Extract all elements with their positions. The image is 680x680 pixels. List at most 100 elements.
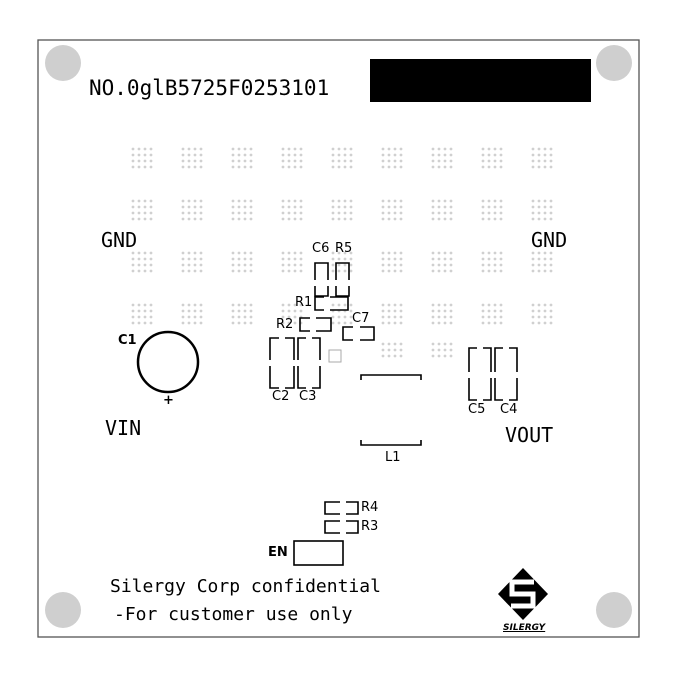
via-dot xyxy=(537,309,541,313)
confidential-notice-line2: -For customer use only xyxy=(114,604,353,625)
via-dot xyxy=(399,199,403,203)
r4-label: R4 xyxy=(361,500,379,515)
via-dot xyxy=(281,217,285,221)
via-dot xyxy=(443,251,447,255)
via-dot xyxy=(493,217,497,221)
via-dot xyxy=(249,257,253,261)
via-dot xyxy=(549,147,553,151)
via-dot xyxy=(531,211,535,215)
via-dot xyxy=(349,153,353,157)
via-dot xyxy=(149,263,153,267)
via-dot xyxy=(387,211,391,215)
via-dot xyxy=(537,321,541,325)
via-dot xyxy=(237,303,241,307)
via-dot xyxy=(237,217,241,221)
vout-label: VOUT xyxy=(505,423,554,447)
c5-label: C5 xyxy=(468,402,486,417)
via-dot xyxy=(331,269,335,273)
via-dot xyxy=(143,309,147,313)
via-dot xyxy=(487,211,491,215)
via-dot xyxy=(543,309,547,313)
brand-name: SILERGY xyxy=(503,623,546,633)
via-dot xyxy=(349,205,353,209)
via-dot xyxy=(193,309,197,313)
via-dot xyxy=(131,211,135,215)
via-dot xyxy=(487,205,491,209)
via-dot xyxy=(437,251,441,255)
via-dot xyxy=(299,257,303,261)
via-dot xyxy=(437,354,441,358)
via-dot xyxy=(431,147,435,151)
via-dot xyxy=(437,263,441,267)
via-dot xyxy=(237,211,241,215)
via-dot xyxy=(381,342,385,346)
via-dot xyxy=(149,217,153,221)
via-dot xyxy=(193,263,197,267)
via-dot xyxy=(537,165,541,169)
via-dot xyxy=(487,217,491,221)
via-dot xyxy=(137,257,141,261)
via-dot xyxy=(249,251,253,255)
via-dot xyxy=(281,153,285,157)
via-dot xyxy=(387,251,391,255)
via-dot xyxy=(437,309,441,313)
via-dot xyxy=(549,159,553,163)
via-dot xyxy=(493,315,497,319)
via-dot xyxy=(193,269,197,273)
via-dot xyxy=(443,165,447,169)
via-dot xyxy=(143,269,147,273)
via-dot xyxy=(243,315,247,319)
via-dot xyxy=(393,348,397,352)
via-dot xyxy=(449,153,453,157)
via-dot xyxy=(187,309,191,313)
via-dot xyxy=(281,315,285,319)
via-dot xyxy=(299,269,303,273)
via-dot xyxy=(249,321,253,325)
via-dot xyxy=(449,159,453,163)
via-dot xyxy=(187,159,191,163)
via-dot xyxy=(293,315,297,319)
via-dot xyxy=(443,263,447,267)
r1-label: R1 xyxy=(295,295,313,310)
via-dot xyxy=(337,263,341,267)
via-dot xyxy=(549,309,553,313)
via-dot xyxy=(137,205,141,209)
via-dot xyxy=(249,263,253,267)
via-dot xyxy=(481,217,485,221)
via-dot xyxy=(549,303,553,307)
via-dot xyxy=(181,217,185,221)
c6-label: C6 xyxy=(312,241,330,256)
via-dot xyxy=(437,303,441,307)
via-dot xyxy=(443,348,447,352)
via-dot xyxy=(131,309,135,313)
via-dot xyxy=(443,153,447,157)
via-dot xyxy=(431,269,435,273)
via-dot xyxy=(487,303,491,307)
via-dot xyxy=(493,165,497,169)
via-dot xyxy=(449,303,453,307)
via-dot xyxy=(343,153,347,157)
via-dot xyxy=(449,165,453,169)
r3-outline xyxy=(324,520,359,534)
via-dot xyxy=(237,251,241,255)
via-dot xyxy=(543,159,547,163)
via-dot xyxy=(431,354,435,358)
via-dot xyxy=(137,315,141,319)
via-dot xyxy=(349,269,353,273)
via-dot xyxy=(443,342,447,346)
via-dot xyxy=(343,303,347,307)
via-dot xyxy=(287,205,291,209)
via-dot xyxy=(149,205,153,209)
en-jumper-outline xyxy=(293,540,344,566)
via-dot xyxy=(381,309,385,313)
via-dot xyxy=(543,165,547,169)
via-dot xyxy=(549,217,553,221)
via-dot xyxy=(199,263,203,267)
via-dot xyxy=(199,321,203,325)
via-dot xyxy=(193,217,197,221)
via-dot xyxy=(349,263,353,267)
via-dot xyxy=(337,269,341,273)
via-dot xyxy=(143,211,147,215)
via-dot xyxy=(337,199,341,203)
via-dot xyxy=(143,205,147,209)
